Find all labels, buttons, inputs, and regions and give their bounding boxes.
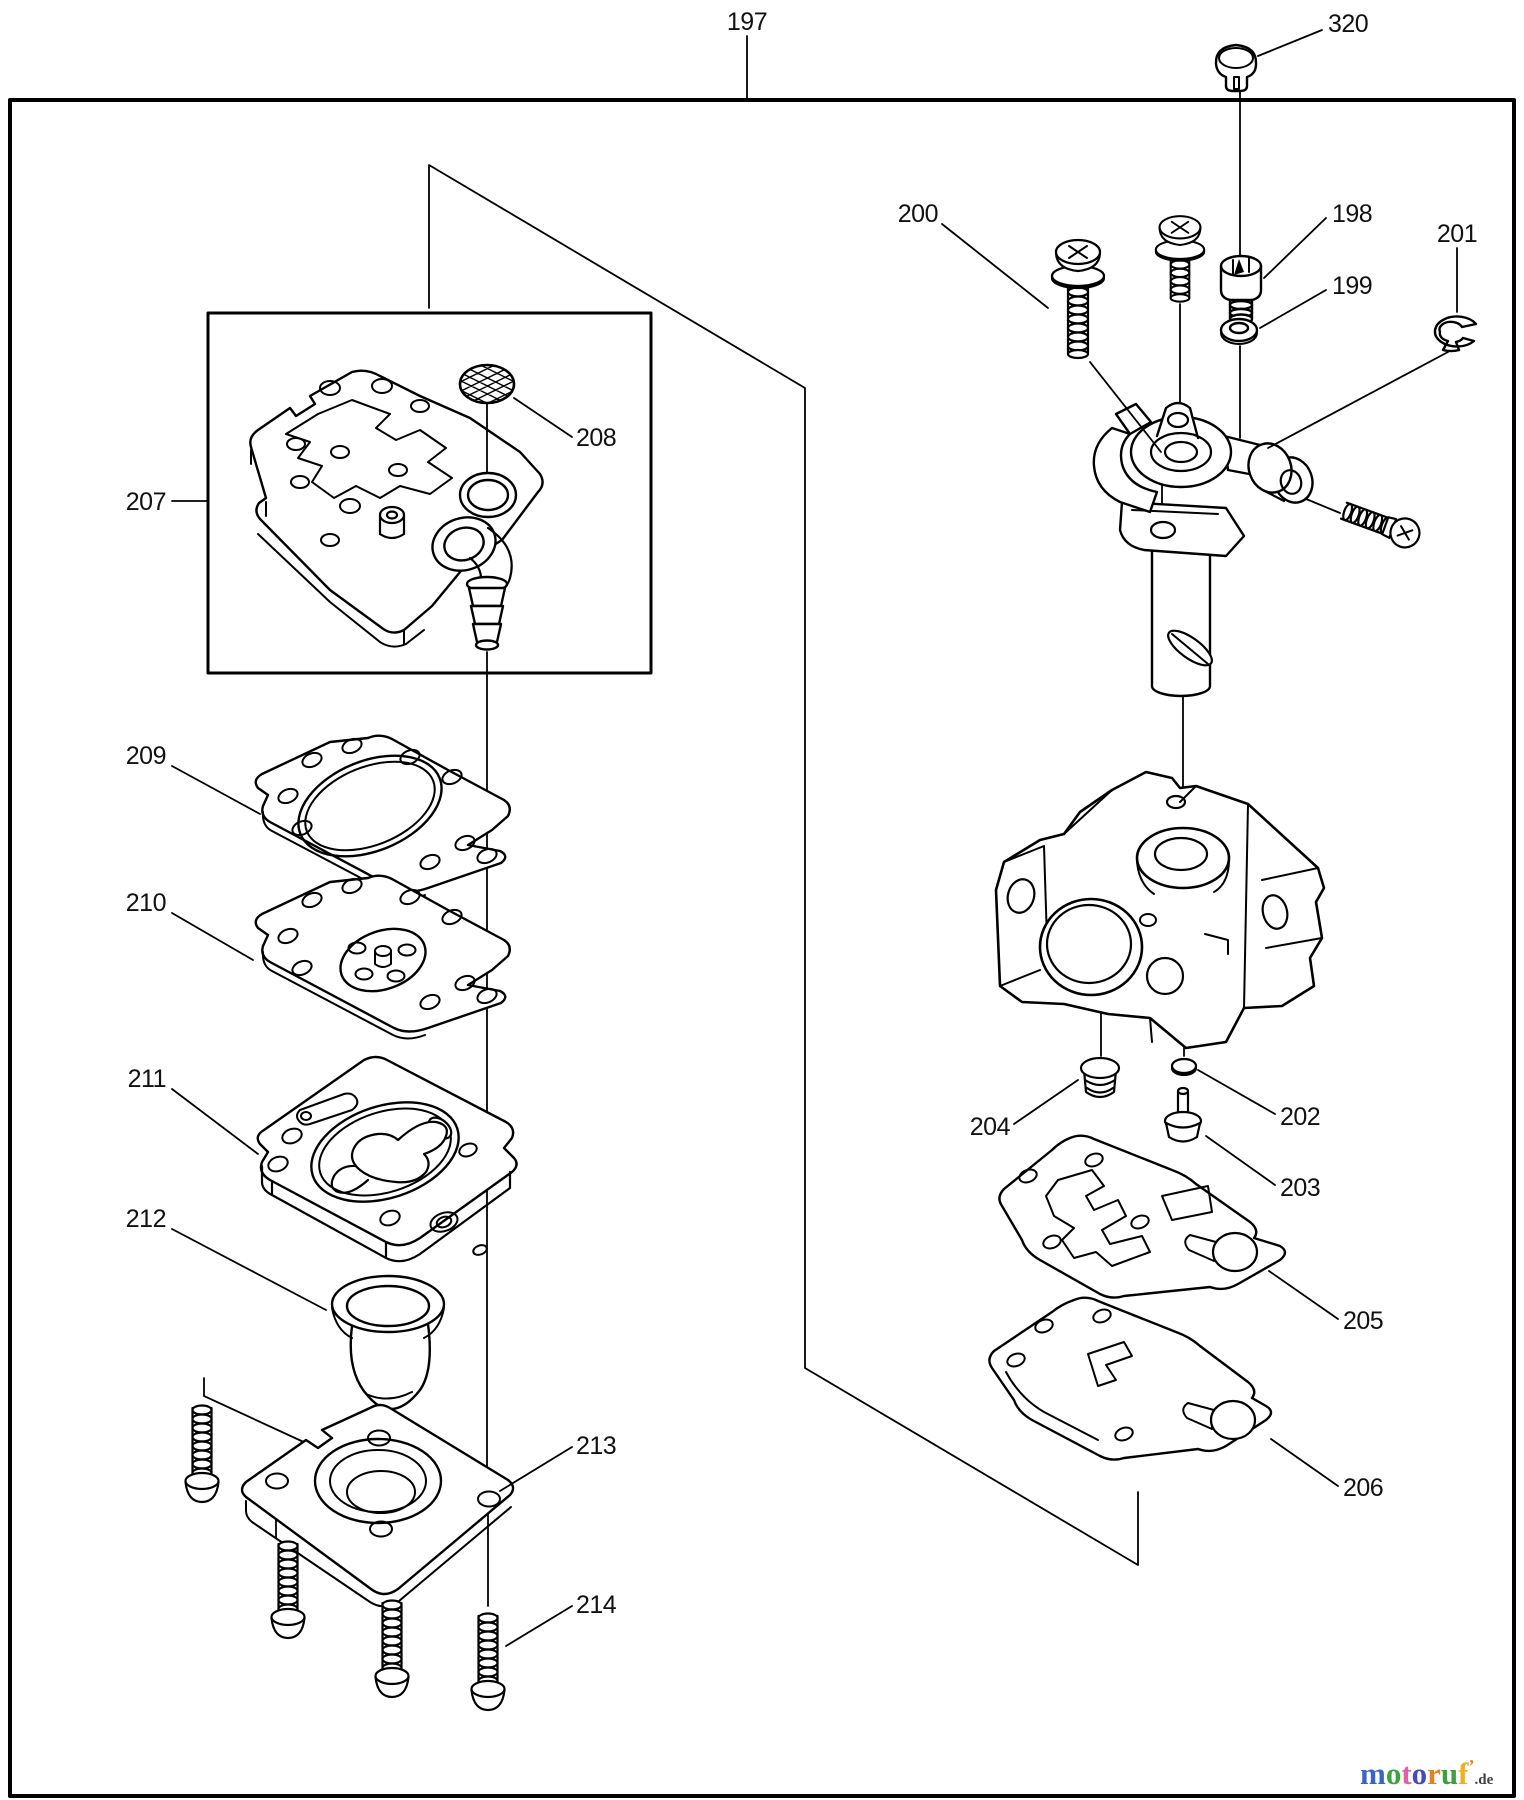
callout-207: 207 [126,488,209,516]
part-198-limiter-cap [1219,254,1263,325]
throttle-lever-assembly [1092,401,1314,698]
inset-projection-line [428,164,1139,1566]
callout-label-199: 199 [1332,272,1372,300]
screw-4 [470,1612,506,1712]
callout-label-202: 202 [1280,1103,1320,1131]
screw-3 [374,1599,410,1699]
callout-label-213: 213 [576,1432,616,1460]
callout-204: 204 [970,1079,1079,1141]
callout-209: 209 [126,742,261,815]
callout-label-198: 198 [1332,200,1372,228]
callout-199: 199 [1259,272,1373,329]
part-207-pump-cover [249,369,544,651]
callout-206: 206 [1270,1438,1384,1502]
part-208-inlet-screen [458,363,516,405]
part-210-pump-diaphragm [254,874,511,1040]
fuel-inlet-fitting [431,516,513,651]
logo-background [1352,1742,1510,1794]
callout-197: 197 [727,8,768,101]
callout-label-208: 208 [576,424,616,452]
callout-label-206: 206 [1343,1474,1383,1502]
callout-label-320: 320 [1328,10,1368,38]
logo-letter-o1: o [1386,1756,1402,1791]
screw-1 [184,1404,220,1504]
part-209-pump-gasket [254,734,511,900]
part-202-ring [1170,1057,1198,1077]
logo-letter-u: u [1441,1756,1458,1791]
callout-label-203: 203 [1280,1174,1320,1202]
callout-198: 198 [1263,200,1373,279]
callout-205: 205 [1268,1270,1384,1335]
callout-200: 200 [898,200,1162,453]
diaphragm-rosette [347,941,417,983]
screw-2 [270,1540,306,1640]
logo-letter-m: m [1360,1756,1386,1791]
carburetor-body [994,770,1326,1050]
callout-212: 212 [126,1205,327,1311]
lever-pivot-screw [1339,501,1421,549]
part-206-metering-diaphragm [988,1296,1273,1461]
callout-208: 208 [513,397,617,452]
part-211-metering-plate [256,1055,518,1263]
callout-label-197: 197 [727,8,767,36]
inset-detail-box [206,311,653,675]
callout-214: 214 [505,1591,617,1647]
part-213-pump-cover-plate [240,1403,515,1608]
callouts: 197 320 198 199 201 20 [126,8,1478,1647]
callout-203: 203 [1205,1135,1321,1202]
callout-202: 202 [1197,1069,1321,1131]
part-199-washer [1219,317,1259,345]
part-203-inlet-needle [1163,1086,1203,1143]
part-214-screws [184,1404,506,1712]
diagram-border [8,98,1516,1798]
logo-letter-o2: o [1412,1756,1428,1791]
callout-label-200: 200 [898,200,938,228]
callout-label-210: 210 [126,889,166,917]
callout-210: 210 [126,889,254,961]
callout-label-211: 211 [128,1065,166,1093]
callout-label-204: 204 [970,1113,1011,1141]
motoruf-logo: motoruf’.de [1352,1742,1510,1794]
callout-label-214: 214 [576,1591,617,1619]
cover-holes [286,378,430,547]
part-200-screw [1050,238,1106,360]
logo-apostrophe: ’ [1469,1756,1475,1776]
callout-320: 320 [1257,10,1369,57]
callout-label-205: 205 [1343,1307,1383,1335]
part-201-e-clip [1433,315,1478,353]
logo-letter-t: t [1401,1756,1412,1791]
callout-201: 201 [1267,220,1478,449]
callout-211: 211 [128,1065,259,1155]
throttle-plate-screw [1154,215,1206,303]
logo-wordmark: motoruf’.de [1360,1756,1494,1791]
callout-label-209: 209 [126,742,166,770]
screw-bracket-line [203,1377,309,1445]
logo-letter-r: r [1427,1756,1441,1791]
part-212-inlet-cup [330,1274,446,1411]
part-204-screen-cup [1079,1056,1121,1099]
cover-boss [378,505,406,540]
logo-letter-f: f [1458,1756,1469,1791]
callout-label-212: 212 [126,1205,166,1233]
callout-label-207: 207 [126,488,166,516]
metering-lever [330,1116,453,1194]
part-205-metering-gasket [998,1134,1287,1299]
callout-213: 213 [499,1432,617,1492]
part-320-cap [1214,43,1258,93]
logo-suffix: .de [1475,1772,1494,1788]
callout-label-201: 201 [1437,220,1477,248]
